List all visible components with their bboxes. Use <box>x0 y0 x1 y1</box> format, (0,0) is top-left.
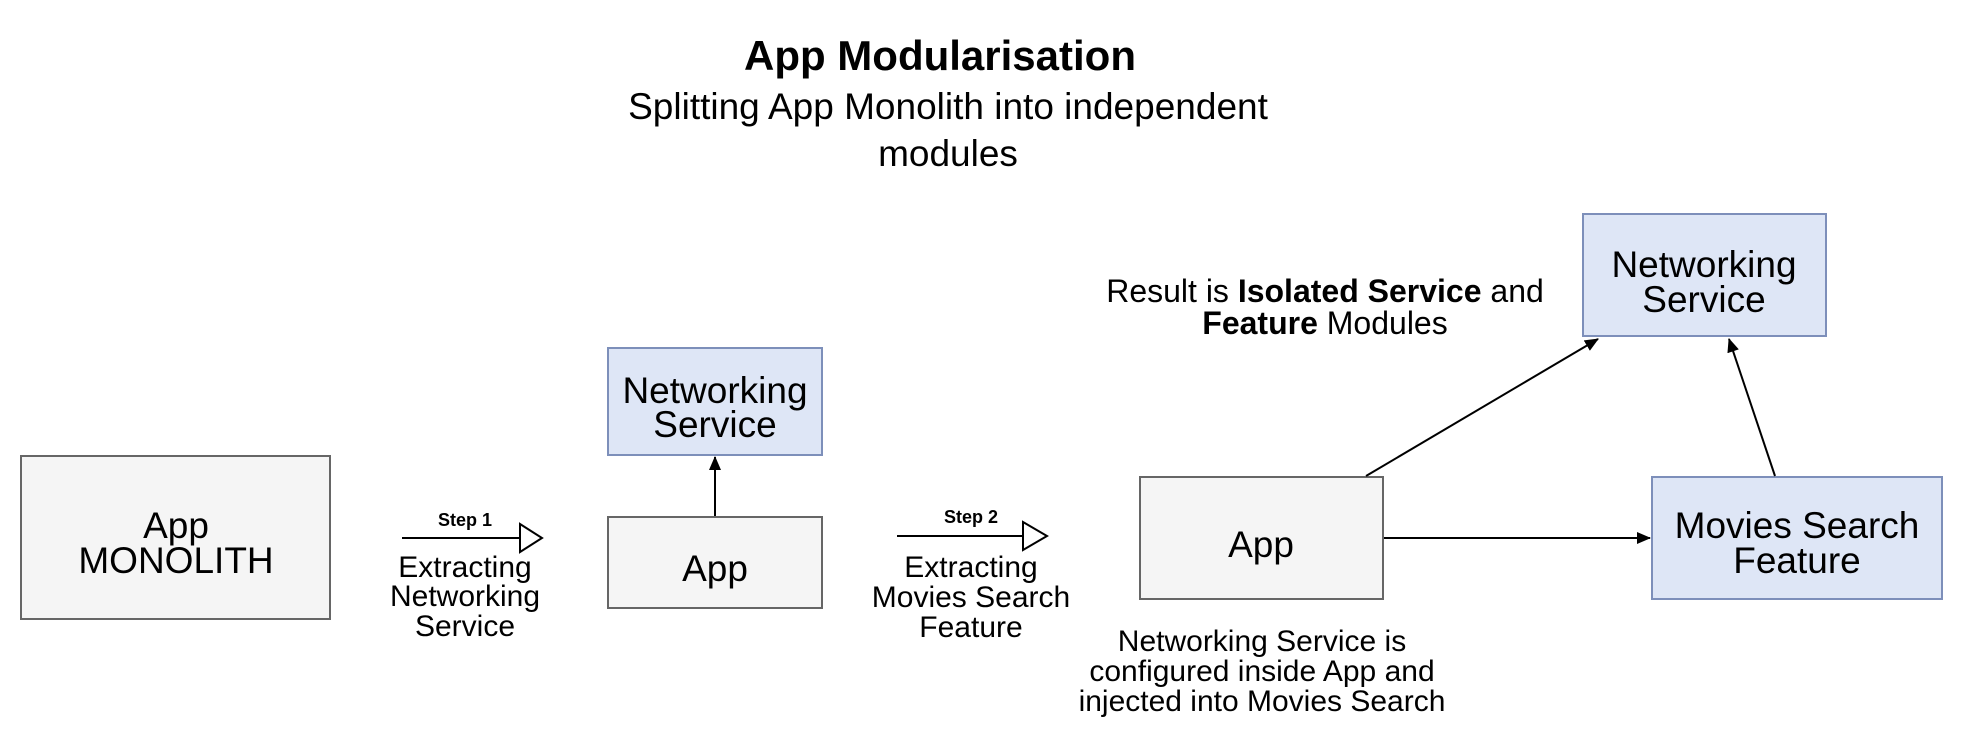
result-middle: and <box>1482 273 1544 309</box>
stage2-networking-service-box: Networking Service <box>1582 213 1827 337</box>
stage2-app-to-networking-arrow <box>1365 338 1599 477</box>
stage2-networking-label-line2: Service <box>1642 279 1765 320</box>
stage2-movies-label-line2: Feature <box>1733 540 1861 581</box>
step2-description-line2: Movies Search <box>872 581 1070 614</box>
stage2-networking-label-line1: Networking <box>1611 244 1796 285</box>
result-text-line2: Feature Modules <box>1202 305 1447 341</box>
step2-arrow <box>897 520 1049 552</box>
step1-description-line3: Service <box>415 610 515 643</box>
diagram-subtitle-line2: modules <box>878 133 1018 174</box>
result-suffix: Modules <box>1318 305 1448 341</box>
stage2-app-box: App <box>1139 476 1384 600</box>
stage1-networking-service-box: Networking Service <box>607 347 823 456</box>
diagram-title: App Modularisation <box>744 32 1136 79</box>
step1-description-line1: Extracting <box>398 551 531 584</box>
step1-label: Step 1 <box>438 510 492 530</box>
stage2-movies-to-networking-arrow <box>1727 338 1776 477</box>
result-feature: Feature <box>1202 305 1318 341</box>
stage1-networking-label-line1: Networking <box>622 370 807 411</box>
stage1-app-label: App <box>682 548 748 589</box>
app-monolith-label-line1: App <box>143 505 209 546</box>
app-monolith-label-line2: MONOLITH <box>78 540 273 581</box>
stage2-app-label: App <box>1228 524 1294 565</box>
result-text-line1: Result is Isolated Service and <box>1106 273 1544 309</box>
step2-label: Step 2 <box>944 507 998 527</box>
stage1-app-box: App <box>607 516 823 609</box>
stage2-note-line3: injected into Movies Search <box>1079 685 1446 718</box>
stage2-movies-label-line1: Movies Search <box>1675 505 1920 546</box>
step1-arrow <box>402 522 544 554</box>
step2-description-line1: Extracting <box>904 551 1037 584</box>
result-isolated-service: Isolated Service <box>1238 273 1482 309</box>
app-monolith-box: App MONOLITH <box>20 455 331 620</box>
stage2-note-line2: configured inside App and <box>1089 655 1434 688</box>
step1-description-line2: Networking <box>390 580 540 613</box>
result-prefix: Result is <box>1106 273 1238 309</box>
stage2-note-line1: Networking Service is <box>1118 625 1406 658</box>
stage2-movies-search-feature-box: Movies Search Feature <box>1651 476 1943 600</box>
step2-description-line3: Feature <box>919 611 1022 644</box>
diagram-subtitle-line1: Splitting App Monolith into independent <box>628 86 1268 127</box>
stage1-networking-label-line2: Service <box>653 404 776 445</box>
